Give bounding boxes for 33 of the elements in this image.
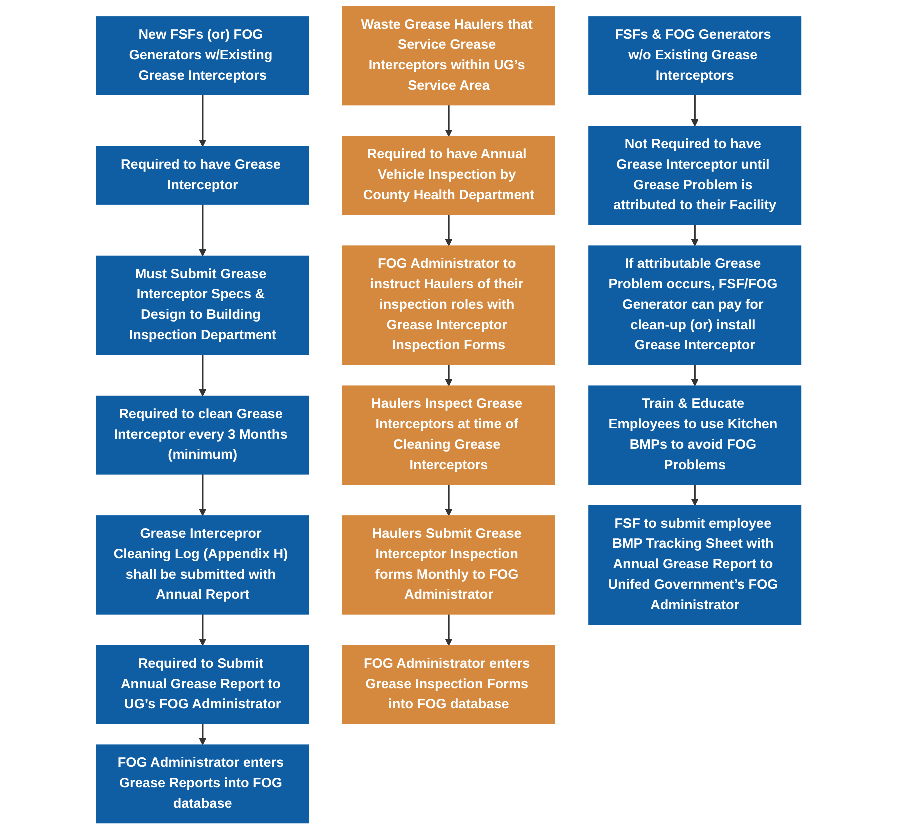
node-box: Waste Grease Haulers that Service Grease Interceptors within UG’s Service Area — [342, 6, 556, 106]
node-box: Train & Educate Employees to use Kitchen BMPs to avoid FOG Problems — [588, 386, 802, 485]
node-box: Required to have Annual Vehicle Inspection by County Health Department — [342, 136, 556, 216]
node-box: Must Submit Grease Interceptor Specs & Design to Building Inspection Department — [96, 256, 310, 356]
node-box: FOG Administrator enters Grease Reports into FOG database — [96, 744, 310, 824]
arrow — [691, 364, 699, 386]
node-box: Not Required to have Grease Interceptor until Grease Problem is attributed to their Facility — [588, 126, 802, 226]
node-box: If attributable Grease Problem occurs, FSF/FOG Generator can pay for clean-up (or) install Grease Interceptor — [588, 246, 802, 366]
arrow — [199, 474, 207, 516]
node-box: FOG Administrator to instruct Haulers of their inspection roles with Grease Interceptor Inspection Forms — [342, 246, 556, 366]
arrow — [691, 484, 699, 506]
node-box: Grease Intercepror Cleaning Log (Appendix H) shall be submitted with Annual Report — [96, 516, 310, 615]
node-box: FSF to submit employee BMP Tracking Sheet with Annual Grease Report to Unifed Government’s FOG Administrator — [588, 505, 802, 626]
arrow — [445, 484, 453, 516]
node-box: Required to clean Grease Interceptor every 3 Months (minimum) — [96, 396, 310, 475]
node-box: FOG Administrator enters Grease Inspection Forms into FOG database — [342, 645, 556, 724]
arrow — [199, 724, 207, 746]
arrow — [691, 224, 699, 246]
node-box: FSFs & FOG Generators w/o Existing Grease Interceptors — [588, 16, 802, 96]
arrow — [445, 105, 453, 137]
arrow — [445, 614, 453, 646]
arrow — [199, 614, 207, 646]
arrow — [445, 364, 453, 386]
node-box: Required to Submit Annual Grease Report to UG’s FOG Administrator — [96, 645, 310, 724]
node-box: Haulers Submit Grease Interceptor Inspection forms Monthly to FOG Administrator — [342, 516, 556, 615]
arrow — [199, 204, 207, 257]
node-box: Required to have Grease Interceptor — [96, 146, 310, 205]
arrow — [691, 95, 699, 127]
node-box: New FSFs (or) FOG Generators w/Existing Grease Interceptors — [96, 16, 310, 96]
arrow — [199, 95, 207, 148]
arrow — [199, 354, 207, 397]
node-box: Haulers Inspect Grease Interceptors at time of Cleaning Grease Interceptors — [342, 386, 556, 485]
arrow — [445, 214, 453, 246]
